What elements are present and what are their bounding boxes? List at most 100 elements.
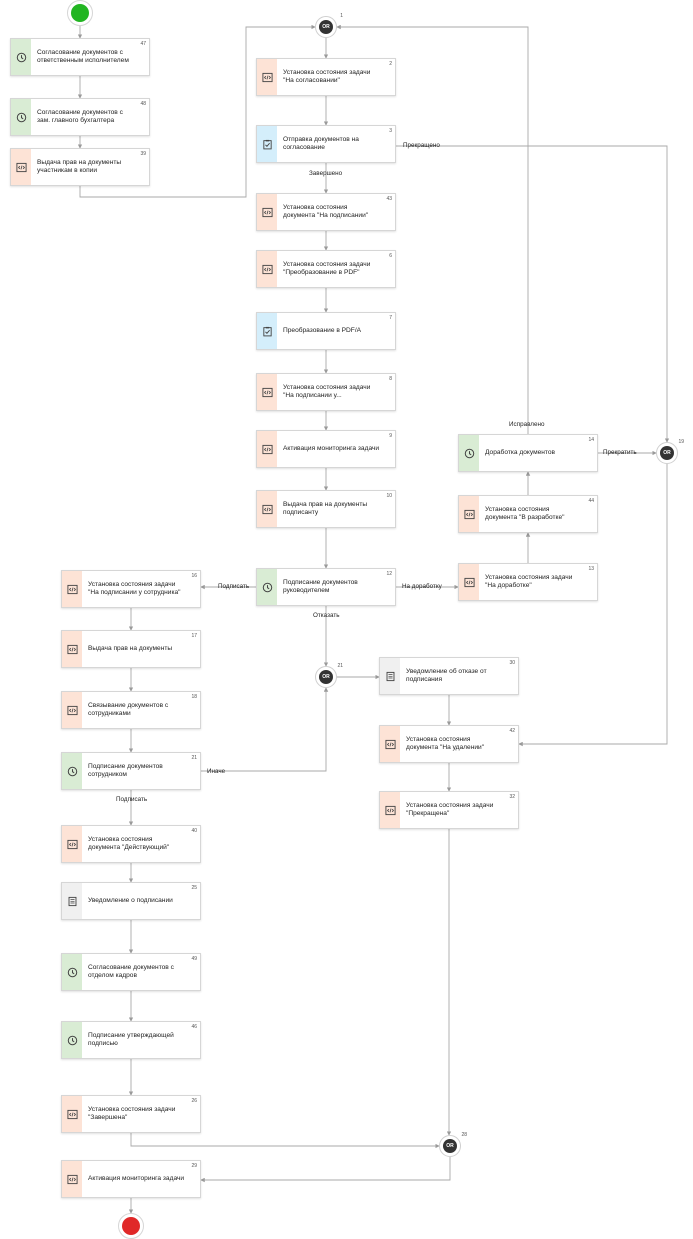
node-title: Установка состояния задачи "Завершена" — [88, 1106, 176, 1121]
node-title: Отправка документов на согласование — [283, 136, 359, 151]
clock-icon — [257, 569, 277, 605]
process-node-16[interactable]: Установка состояния задачи "На подписани… — [61, 570, 201, 608]
process-node-42[interactable]: Установка состояния документа "На удален… — [379, 725, 519, 763]
edge-label-stop: Прекратить — [603, 449, 637, 456]
node-title: Установка состояния задачи "На согласова… — [283, 69, 371, 84]
end-event-icon[interactable] — [118, 1213, 144, 1239]
node-number: 18 — [191, 694, 197, 700]
start-dot — [71, 4, 89, 22]
node-number: 21 — [191, 755, 197, 761]
clipboard-check-icon — [257, 313, 277, 349]
process-node-18[interactable]: Связывание документов с сотрудниками 18 — [61, 691, 201, 729]
code-icon — [62, 631, 82, 667]
node-number: 6 — [389, 253, 392, 259]
process-node-47[interactable]: Согласование документов с ответственным … — [10, 38, 150, 76]
node-title: Связывание документов с сотрудниками — [88, 702, 169, 717]
node-number: 10 — [386, 493, 392, 499]
process-node-12[interactable]: Подписание документов руководителем 12 — [256, 568, 396, 606]
process-node-8[interactable]: Установка состояния задачи "На подписани… — [256, 373, 396, 411]
process-node-39[interactable]: Выдача прав на документы участникам в ко… — [10, 148, 150, 186]
process-node-6[interactable]: Установка состояния задачи "Преобразован… — [256, 250, 396, 288]
node-number: 32 — [509, 794, 515, 800]
edge-label-rework: На доработку — [402, 583, 442, 590]
connector-3 — [79, 24, 316, 198]
clock-icon — [62, 954, 82, 990]
process-node-2[interactable]: Установка состояния задачи "На согласова… — [256, 58, 396, 96]
node-number: 30 — [509, 660, 515, 666]
node-title: Согласование документов с ответственным … — [37, 49, 129, 64]
connector-4 — [336, 24, 529, 434]
process-node-44[interactable]: Установка состояния документа "В разрабо… — [458, 495, 598, 533]
node-title: Выдача прав на документы — [88, 645, 173, 652]
node-title: Уведомление о подписании — [88, 897, 173, 904]
process-node-40[interactable]: Установка состояния документа "Действующ… — [61, 825, 201, 863]
node-title: Установка состояния документа "На удален… — [406, 736, 485, 751]
node-title: Установка состояния документа "В разрабо… — [485, 506, 565, 521]
process-node-26[interactable]: Установка состояния задачи "Завершена" 26 — [61, 1095, 201, 1133]
code-icon — [257, 251, 277, 287]
node-number: 26 — [191, 1098, 197, 1104]
node-number: 13 — [588, 566, 594, 572]
process-node-9[interactable]: Активация мониторинга задачи 9 — [256, 430, 396, 468]
code-icon — [257, 374, 277, 410]
or-gateway-28[interactable]: OR 28 — [439, 1132, 467, 1157]
node-number: 12 — [386, 571, 392, 577]
node-title: Активация мониторинга задачи — [88, 1175, 185, 1182]
node-number: 9 — [389, 433, 392, 439]
node-title: Подписание документов сотрудником — [88, 763, 163, 778]
edge-label-completed: Завершено — [309, 170, 343, 177]
node-number: 40 — [191, 828, 197, 834]
node-title: Подписание документов руководителем — [283, 579, 358, 594]
connector-36 — [200, 1157, 451, 1183]
edge-label-otherwise: Иначе — [207, 768, 226, 775]
edge-label-refuse: Отказать — [313, 612, 340, 619]
node-title: Активация мониторинга задачи — [283, 445, 380, 452]
node-title: Установка состояния документа "На подпис… — [283, 204, 369, 219]
start-event-icon[interactable] — [67, 0, 93, 26]
gateway-number: 28 — [461, 1132, 467, 1138]
node-number: 43 — [386, 196, 392, 202]
edge-label-sign_left: Подписать — [218, 583, 250, 590]
clock-icon — [11, 99, 31, 135]
process-node-17[interactable]: Выдача прав на документы 17 — [61, 630, 201, 668]
code-icon — [11, 149, 31, 185]
process-node-49[interactable]: Согласование документов с отделом кадров… — [61, 953, 201, 991]
gateway-number: 1 — [340, 13, 343, 19]
clipboard-check-icon — [257, 126, 277, 162]
node-number: 46 — [191, 1024, 197, 1030]
process-node-48[interactable]: Согласование документов с зам. главного … — [10, 98, 150, 136]
document-icon — [62, 883, 82, 919]
process-node-13[interactable]: Установка состояния задачи "На доработке… — [458, 563, 598, 601]
code-icon — [459, 496, 479, 532]
node-title: Установка состояния задачи "Преобразован… — [283, 261, 371, 276]
node-title: Выдача прав на документы участникам в ко… — [37, 159, 122, 174]
edge-label-fixed: Исправлено — [509, 421, 545, 428]
code-icon — [62, 571, 82, 607]
node-title: Установка состояния документа "Действующ… — [88, 836, 170, 851]
document-icon — [380, 658, 400, 694]
node-title: Установка состояния задачи "Прекращена" — [406, 802, 494, 817]
process-node-7[interactable]: Преобразование в PDF/A 7 — [256, 312, 396, 350]
process-node-32[interactable]: Установка состояния задачи "Прекращена" 3… — [379, 791, 519, 829]
node-number: 48 — [140, 101, 146, 107]
connector-28 — [201, 687, 329, 772]
gateway-label: OR — [443, 1139, 457, 1153]
node-number: 17 — [191, 633, 197, 639]
process-node-43[interactable]: Установка состояния документа "На подпис… — [256, 193, 396, 231]
edge-label-sign_bottom: Подписать — [116, 796, 148, 803]
process-node-21[interactable]: Подписание документов сотрудником 21 — [61, 752, 201, 790]
node-title: Преобразование в PDF/A — [283, 327, 362, 334]
node-number: 7 — [389, 315, 392, 321]
